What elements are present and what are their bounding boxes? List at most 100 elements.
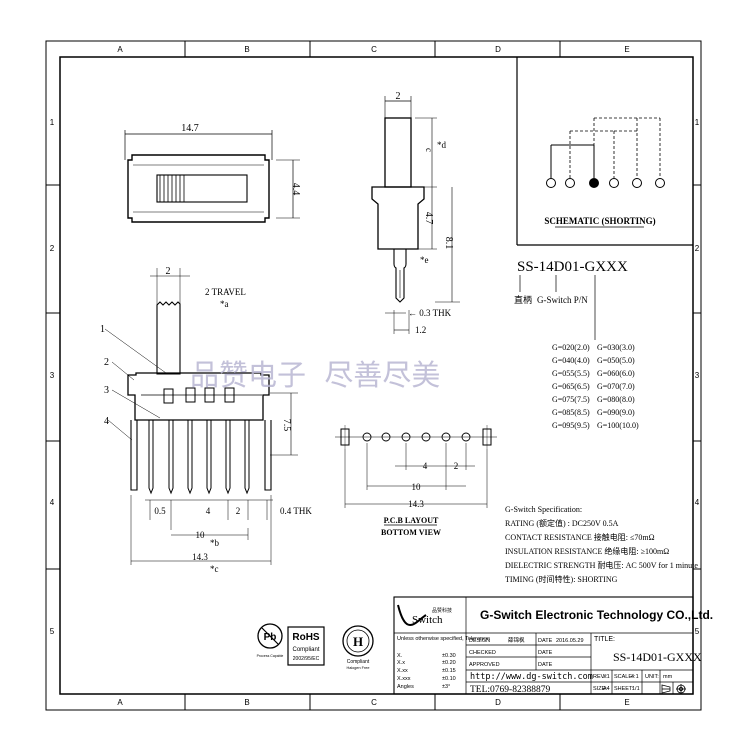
g-option: G=030(3.0) [597, 343, 635, 352]
pcb-layout [335, 425, 497, 526]
grid-label-b-bottom: B [244, 698, 249, 707]
date-label: DATE [538, 650, 553, 656]
g-option: G=095(9.5) [552, 421, 590, 430]
cert-h-icon: H [353, 634, 363, 649]
front-view-travel: 2 TRAVEL [205, 287, 246, 297]
side-view-dim-8-1: 8.1 [443, 237, 454, 250]
unit-label: UNIT: [645, 674, 659, 680]
design-label: DESIGN [469, 638, 490, 644]
title-block-lines [393, 596, 694, 695]
unit-value: mm [663, 674, 673, 680]
schematic-box [516, 57, 693, 246]
callout-4: 4 [104, 416, 109, 427]
checked-label: CHECKED [469, 650, 496, 656]
front-view-dim-4: 4 [206, 506, 211, 516]
grid-row-5-left: 5 [50, 627, 55, 636]
actuator-ridges [159, 175, 185, 202]
front-view-dim-top: 2 [166, 266, 171, 277]
spec-line: RATING (额定值) : DC250V 0.5A [505, 518, 619, 528]
grid-label-e-bottom: E [624, 698, 629, 707]
grid-label-d-bottom: D [495, 698, 501, 707]
g-option: G=070(7.0) [597, 382, 635, 391]
date-label: DATE [538, 662, 553, 668]
title-label: TITLE: [594, 636, 615, 643]
callout-2: 2 [104, 357, 109, 368]
side-view-dim-top: 2 [396, 91, 401, 102]
top-view-height-dim: 4.4 [290, 183, 301, 196]
tolerance-header: Unless otherwise specified, Tolerance: [397, 636, 491, 642]
g-option: G=080(8.0) [597, 395, 635, 404]
title-value: SS-14D01-GXXX [613, 650, 702, 664]
part-number-name: SS-14D01-GXXX [517, 259, 628, 275]
spec-line: CONTACT RESISTANCE 接触电阻: ≤70mΩ [505, 532, 655, 542]
grid-row-4-left: 4 [50, 498, 55, 507]
g-option: G=065(6.5) [552, 382, 590, 391]
cert-pb-caption: Process Capable [257, 654, 284, 658]
top-view-width-dim: 14.7 [181, 123, 199, 134]
cert-h-caption: Compliant [347, 659, 370, 665]
front-view-dim-7-5: 7.5 [281, 419, 292, 432]
tolerance-value: ±0.30 [442, 653, 456, 659]
tolerance-value: ±0.15 [442, 668, 456, 674]
cert-halogen-badge: H Compliant Halogen Free [342, 625, 374, 670]
pcb-layout-subtitle: BOTTOM VIEW [381, 528, 441, 537]
scale-value: 4:1 [631, 674, 639, 680]
part-number-chinese-label: 直柄 [514, 294, 532, 305]
front-view-dim-b: *b [210, 538, 220, 548]
tolerance-label: X.x [397, 660, 405, 666]
phone: TEL:0769-82388879 [470, 685, 550, 695]
spec-line: TIMING (时间特性): SHORTING [505, 574, 618, 584]
g-option: G=020(2.0) [552, 343, 590, 352]
sheet-value: 1/1 [632, 686, 640, 692]
part-number-caption: G-Switch P/N [537, 295, 588, 305]
pcb-layout-title: P.C.B LAYOUT [384, 516, 439, 525]
cert-pb-badge: Pb Process Capable [257, 623, 284, 658]
tolerance-label: X.xx [397, 668, 408, 674]
tolerance-value: ±3° [442, 684, 450, 690]
front-view-dim-0-4: 0.4 THK [280, 506, 312, 516]
grid-row-labels: 1 2 3 4 5 1 2 3 4 5 [50, 118, 700, 636]
front-view-travel-ref: *a [220, 299, 229, 309]
grid-label-a-top: A [117, 45, 123, 54]
tolerance-value: ±0.20 [442, 660, 456, 666]
grid-label-e-top: E [624, 45, 629, 54]
approval-block: DESIGN 薛锦枫 DATE 2016.05.29 CHECKED DATE … [469, 636, 584, 668]
drawing-frame [45, 40, 702, 711]
grid-row-3-right: 3 [695, 371, 700, 380]
g-option: G=050(5.0) [597, 356, 635, 365]
front-view-dim-0-5: 0.5 [154, 506, 166, 516]
sheet-label: SHEET: [614, 686, 634, 692]
grid-row-2-right: 2 [695, 244, 700, 253]
company-name: G-Switch Electronic Technology CO.,Ltd. [480, 608, 713, 622]
side-view-dim-c: c [424, 148, 434, 152]
spec-heading: G-Switch Specification: [505, 505, 582, 514]
side-view-dim-thk: ← 0.3 THK [408, 308, 452, 318]
grid-label-c-top: C [371, 45, 377, 54]
front-view-dim-c: *c [210, 564, 219, 574]
grid-row-1-right: 1 [695, 118, 700, 127]
cert-rohs-title: RoHS [292, 632, 320, 643]
pcb-dim-4: 4 [423, 461, 428, 471]
g-option: G=085(8.5) [552, 408, 590, 417]
cert-h-caption2: Halogen Free [346, 666, 369, 670]
date-value: 2016.05.29 [556, 638, 584, 644]
part-callouts: 1 2 3 4 [100, 324, 109, 427]
grid-label-b-top: B [244, 45, 249, 54]
company-logo: 品赞科技 Switch [397, 604, 452, 627]
approved-label: APPROVED [469, 662, 500, 668]
designer-name: 薛锦枫 [508, 636, 525, 644]
tolerance-block: Unless otherwise specified, Tolerance: X… [397, 636, 491, 690]
tolerance-label: Angles [397, 684, 414, 690]
top-view [124, 130, 300, 223]
grid-row-5-right: 5 [695, 627, 700, 636]
pcb-dim-2: 2 [454, 461, 459, 471]
tolerance-value: ±0.10 [442, 676, 456, 682]
rev-label: REV.: [593, 674, 607, 680]
side-view-dim-4-7: 4.7 [423, 212, 434, 225]
grid-row-3-left: 3 [50, 371, 55, 380]
specification-block: G-Switch Specification: RATING (额定值) : D… [505, 505, 698, 584]
g-option: G=040(4.0) [552, 356, 590, 365]
spec-line: DIELECTRIC STRENGTH 耐电压: AC 500V for 1 m… [505, 560, 698, 570]
callout-3: 3 [104, 385, 109, 396]
